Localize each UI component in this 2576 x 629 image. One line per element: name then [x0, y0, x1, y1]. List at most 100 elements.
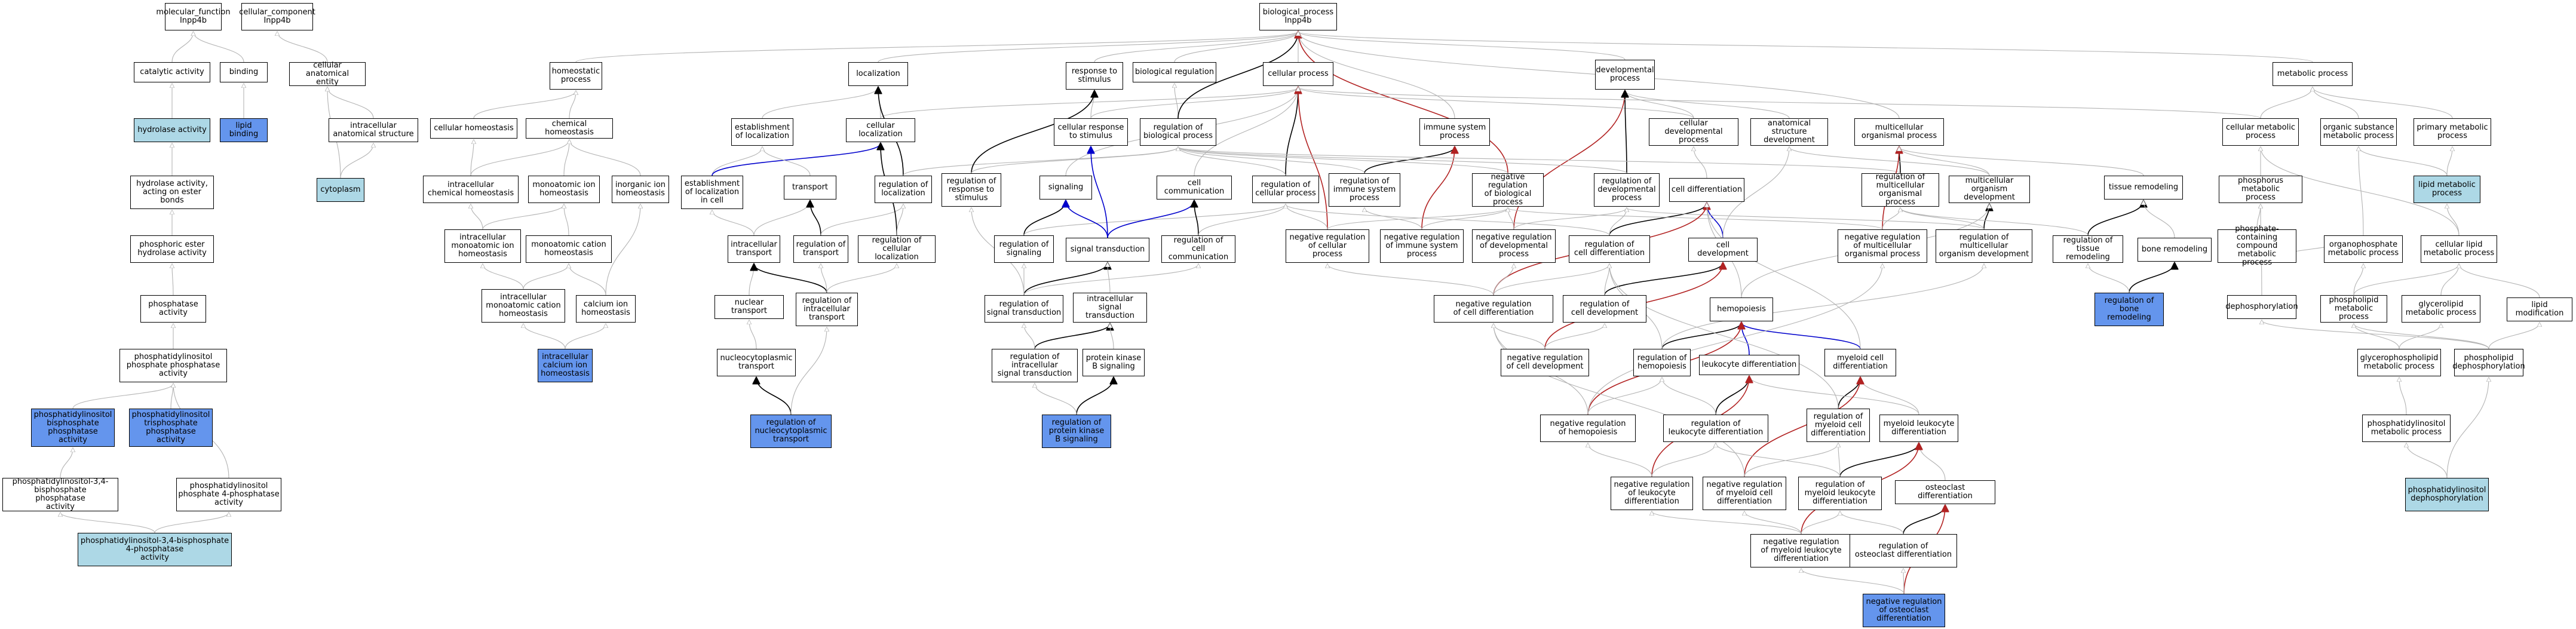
- go-term-node-glycerophosmetab[interactable]: glycerophospholipid metabolic process: [2357, 349, 2441, 376]
- go-term-node-regbp[interactable]: regulation of biological process: [1140, 118, 1216, 146]
- go-term-node-pi4p[interactable]: phosphatidylinositol phosphate 4-phospha…: [176, 478, 281, 511]
- go-term-node-cellresp[interactable]: cellular response to stimulus: [1054, 118, 1128, 146]
- go-term-node-pitris[interactable]: phosphatidylinositol trisphosphate phosp…: [129, 409, 213, 447]
- go-term-node-icchemhomeo[interactable]: intracellular chemical homeostasis: [423, 176, 519, 203]
- go-term-node-regmyeloiddiff[interactable]: regulation of myeloid cell differentiati…: [1807, 409, 1870, 442]
- go-term-node-osteodiff[interactable]: osteoclast differentiation: [1895, 480, 1995, 504]
- go-term-node-regimmune[interactable]: regulation of immune system process: [1329, 173, 1400, 207]
- go-term-node-regdevproc[interactable]: regulation of developmental process: [1594, 173, 1660, 207]
- go-term-node-multidev[interactable]: multicellular organism development: [1949, 176, 2030, 203]
- go-term-node-lipidmetab[interactable]: lipid metabolic process: [2414, 176, 2480, 203]
- go-term-node-regcelldiff[interactable]: regulation of cell differentiation: [1569, 235, 1650, 263]
- go-term-node-dephos[interactable]: dephosphorylation: [2225, 295, 2298, 319]
- go-term-node-ictransport[interactable]: intracellular transport: [728, 235, 780, 263]
- go-term-node-pi34bp[interactable]: phosphatidylinositol-3,4-bisphosphate ph…: [2, 478, 118, 511]
- go-term-node-regsignaling[interactable]: regulation of signaling: [994, 235, 1054, 263]
- go-term-node-cytoplasm[interactable]: cytoplasm: [317, 178, 364, 202]
- go-term-node-myeleukdiff[interactable]: myeloid leukocyte differentiation: [1879, 415, 1958, 442]
- go-term-node-phospholipiddephos[interactable]: phospholipid dephosphorylation: [2452, 349, 2525, 376]
- go-term-node-celldevproc[interactable]: cellular developmental process: [1649, 118, 1738, 146]
- go-term-node-pkb[interactable]: protein kinase B signaling: [1082, 349, 1145, 376]
- go-term-node-phosphatase[interactable]: phosphatase activity: [140, 295, 206, 323]
- go-term-node-phosmetab[interactable]: phosphorus metabolic process: [2219, 176, 2302, 203]
- go-term-node-cellloc[interactable]: cellular localization: [846, 118, 915, 142]
- go-term-node-regnctransport[interactable]: regulation of nucleocytoplasmic transpor…: [750, 415, 832, 448]
- go-term-node-cellmetab[interactable]: cellular metabolic process: [2222, 118, 2299, 146]
- go-term-node-devproc[interactable]: developmental process: [1595, 60, 1655, 90]
- go-term-node-multiproc[interactable]: multicellular organismal process: [1854, 118, 1944, 146]
- go-term-node-homeostatic[interactable]: homeostatic process: [550, 62, 602, 90]
- go-term-node-regosteodiff[interactable]: regulation of osteoclast differentiation: [1850, 534, 1957, 567]
- go-term-node-regcellproc[interactable]: regulation of cellular process: [1252, 176, 1319, 203]
- go-term-node-catalytic[interactable]: catalytic activity: [134, 62, 210, 82]
- go-term-node-boneremod[interactable]: bone remodeling: [2138, 238, 2212, 262]
- go-term-node-nucltransport[interactable]: nuclear transport: [714, 295, 784, 319]
- go-term-node-estloc[interactable]: establishment of localization: [731, 118, 793, 146]
- go-term-node-mf[interactable]: molecular_function Inpp4b: [156, 3, 231, 30]
- go-term-node-celldev[interactable]: cell development: [1688, 238, 1758, 262]
- go-term-node-pidephos[interactable]: phosphatidylinositol dephosphorylation: [2405, 478, 2489, 511]
- go-term-node-regboneremod[interactable]: regulation of bone remodeling: [2094, 293, 2164, 326]
- go-term-node-phospholipidmetab[interactable]: phospholipid metabolic process: [2320, 295, 2387, 323]
- go-term-node-pibis[interactable]: phosphatidylinositol bisphosphate phosph…: [31, 409, 115, 447]
- go-term-node-regtransport[interactable]: regulation of transport: [793, 235, 848, 263]
- go-term-node-regtissueremod[interactable]: regulation of tissue remodeling: [2053, 235, 2123, 263]
- go-term-node-regsigtrans[interactable]: regulation of signal transduction: [985, 295, 1063, 323]
- go-term-node-regleukdiff[interactable]: regulation of leukocyte differentiation: [1663, 415, 1768, 442]
- go-term-node-icmonohomeo[interactable]: intracellular monoatomic ion homeostasis: [444, 229, 521, 263]
- go-term-node-negregimmune[interactable]: negative regulation of immune system pro…: [1380, 229, 1464, 263]
- go-term-node-regmyeleukdiff[interactable]: regulation of myeloid leukocyte differen…: [1798, 477, 1882, 510]
- go-term-node-bp[interactable]: biological_process Inpp4b: [1259, 3, 1337, 30]
- go-term-node-moncathomeo[interactable]: monoatomic cation homeostasis: [526, 235, 612, 263]
- go-term-node-celllipidmetab[interactable]: cellular lipid metabolic process: [2421, 235, 2497, 263]
- go-term-node-cellhomeo[interactable]: cellular homeostasis: [430, 118, 517, 139]
- go-term-node-negregosteodiff[interactable]: negative regulation of osteoclast differ…: [1863, 594, 1945, 627]
- go-term-node-icsigtrans[interactable]: intracellular signal transduction: [1073, 293, 1147, 323]
- go-term-node-negregmyeloiddiff[interactable]: negative regulation of myeloid cell diff…: [1703, 477, 1786, 510]
- go-term-node-hyd_ester[interactable]: hydrolase activity, acting on ester bond…: [130, 176, 214, 209]
- go-term-node-anatdev[interactable]: anatomical structure development: [1750, 118, 1828, 146]
- go-term-node-metabolic[interactable]: metabolic process: [2273, 62, 2353, 86]
- go-term-node-lipidmod[interactable]: lipid modification: [2507, 297, 2572, 321]
- go-term-node-pipp[interactable]: phosphatidylinositol phosphate phosphata…: [119, 349, 227, 382]
- go-term-node-sigtrans[interactable]: signal transduction: [1066, 238, 1149, 262]
- go-term-node-ias[interactable]: intracellular anatomical structure: [329, 118, 418, 142]
- go-term-node-negregcelldev[interactable]: negative regulation of cell development: [1501, 349, 1589, 376]
- go-term-node-pimetab[interactable]: phosphatidylinositol metabolic process: [2362, 415, 2451, 442]
- go-term-node-regmultidev[interactable]: regulation of multicellular organism dev…: [1936, 229, 2032, 263]
- go-term-node-cc[interactable]: cellular_component Inpp4b: [239, 3, 315, 30]
- go-term-node-hemopoiesis[interactable]: hemopoiesis: [1710, 297, 1773, 321]
- go-term-node-lipidbind[interactable]: lipid binding: [220, 118, 268, 142]
- go-term-node-celldiff[interactable]: cell differentiation: [1669, 178, 1744, 202]
- go-term-node-bioreg[interactable]: biological regulation: [1133, 62, 1216, 82]
- go-term-node-negreghemo[interactable]: negative regulation of hemopoiesis: [1540, 415, 1636, 442]
- go-term-node-phoscompmetab[interactable]: phosphate-containing compound metabolic …: [2218, 225, 2296, 267]
- go-term-node-myeloiddiff[interactable]: myeloid cell differentiation: [1824, 349, 1896, 376]
- go-term-node-cae[interactable]: cellular anatomical entity: [289, 62, 366, 87]
- go-term-node-regcelldev[interactable]: regulation of cell development: [1563, 295, 1646, 323]
- go-term-node-cellproc[interactable]: cellular process: [1263, 62, 1333, 86]
- go-term-node-immune[interactable]: immune system process: [1419, 118, 1490, 146]
- go-term-node-regcellcomm[interactable]: regulation of cell communication: [1161, 235, 1235, 263]
- go-term-node-primmetab[interactable]: primary metabolic process: [2414, 118, 2491, 146]
- go-term-node-negregcelldiff[interactable]: negative regulation of cell differentiat…: [1434, 295, 1553, 323]
- go-term-node-orgsubmetab[interactable]: organic substance metabolic process: [2320, 118, 2397, 146]
- go-term-node-reghemo[interactable]: regulation of hemopoiesis: [1633, 349, 1691, 376]
- go-term-node-negregbp[interactable]: negative regulation of biological proces…: [1472, 173, 1544, 207]
- go-term-node-nctransport[interactable]: nucleocytoplasmic transport: [717, 349, 796, 376]
- go-term-node-regpkb[interactable]: regulation of protein kinase B signaling: [1042, 415, 1111, 448]
- go-term-node-phosmono[interactable]: phosphoric ester hydrolase activity: [130, 235, 214, 263]
- go-term-node-regictransport[interactable]: regulation of intracellular transport: [796, 293, 858, 326]
- go-term-node-chemhomeo[interactable]: chemical homeostasis: [526, 118, 613, 139]
- go-term-node-regicsigtrans[interactable]: regulation of intracellular signal trans…: [992, 349, 1078, 382]
- go-term-node-negregdev[interactable]: negative regulation of developmental pro…: [1472, 229, 1556, 263]
- go-term-node-signaling[interactable]: signaling: [1039, 176, 1092, 200]
- go-term-node-regresp[interactable]: regulation of response to stimulus: [942, 173, 1001, 207]
- go-term-node-inorghomeo[interactable]: inorganic ion homeostasis: [612, 176, 669, 203]
- go-term-node-cellcomm[interactable]: cell communication: [1157, 176, 1232, 200]
- go-term-node-negregmulti[interactable]: negative regulation of multicellular org…: [1838, 229, 1927, 263]
- go-term-node-hydrolase[interactable]: hydrolase activity: [134, 118, 210, 142]
- go-term-node-cahomeo[interactable]: calcium ion homeostasis: [576, 295, 636, 323]
- go-term-node-pi34bp4p[interactable]: phosphatidylinositol-3,4-bisphosphate 4-…: [78, 533, 232, 566]
- go-term-node-tissueremod[interactable]: tissue remodeling: [2104, 176, 2183, 200]
